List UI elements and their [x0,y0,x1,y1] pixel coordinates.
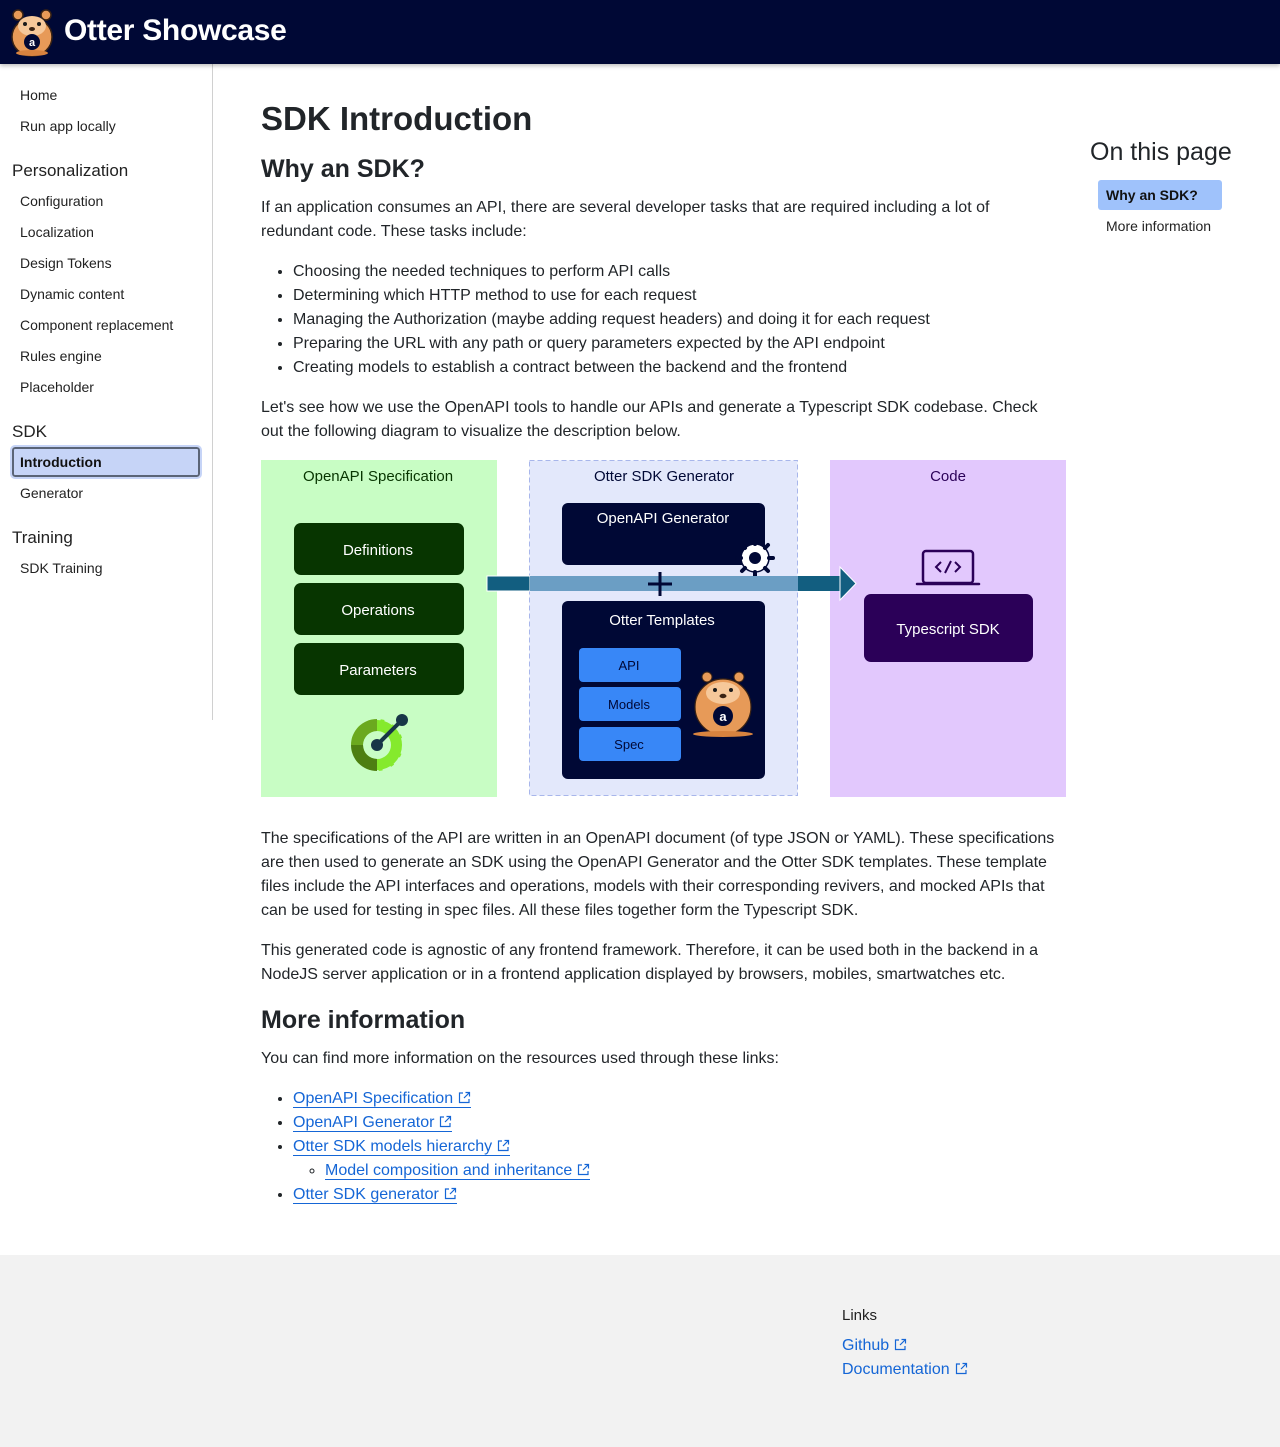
link-label: Documentation [842,1361,950,1378]
otter-sdk-generator-link[interactable]: Otter SDK generator [293,1186,457,1204]
more-intro-paragraph: You can find more information on the res… [261,1050,779,1067]
link-label: Github [842,1337,890,1354]
github-link[interactable]: Github [842,1337,907,1355]
template-api-label: API [619,658,640,673]
otter-logo-icon[interactable]: a [8,7,56,57]
agnostic-paragraph: This generated code is agnostic of any f… [261,942,1039,983]
section-heading-why-sdk: Why an SDK? [261,155,425,183]
documentation-link[interactable]: Documentation [842,1361,968,1379]
gear-icon [735,538,775,578]
external-link-icon [895,1338,907,1351]
external-link-icon [458,1091,471,1104]
sidebar-item-dynamic-content[interactable]: Dynamic content [20,286,125,302]
sidebar-item-design-tokens[interactable]: Design Tokens [20,255,112,271]
list-item: OpenAPI Specification [293,1087,590,1111]
model-composition-link[interactable]: Model composition and inheritance [325,1162,591,1180]
openapi-generator-box [562,503,765,565]
list-item: OpenAPI Generator [293,1111,590,1135]
code-panel-title: Code [930,468,966,485]
list-item: Otter SDK models hierarchy Model composi… [293,1135,591,1183]
parameters-box [294,643,464,695]
sidebar-item-sdk-training[interactable]: SDK Training [20,560,103,576]
sidebar: Home Run app locally Personalization Con… [0,64,213,720]
top-navbar: a Otter Showcase [0,0,1280,64]
list-item: Creating models to establish a contract … [293,356,930,380]
page-title: SDK Introduction [261,100,533,137]
sidebar-item-rules-engine[interactable]: Rules engine [20,348,102,364]
intro-paragraph: If an application consumes an API, there… [261,199,990,240]
external-link-icon [955,1362,967,1375]
list-item: Determining which HTTP method to use for… [293,284,930,308]
template-spec-label: Spec [614,737,644,752]
definitions-label: Definitions [343,542,413,559]
link-label: Model composition and inheritance [325,1162,573,1179]
sidebar-item-run-app-locally[interactable]: Run app locally [20,118,116,134]
sidebar-item-component-replacement[interactable]: Component replacement [20,317,174,333]
sidebar-item-introduction[interactable]: Introduction [10,445,202,479]
plus-icon [648,572,672,596]
sidebar-section-training: Training [12,528,73,547]
sdk-architecture-diagram: OpenAPI Specification Definitions Operat… [261,460,1066,797]
sidebar-item-generator[interactable]: Generator [20,485,84,501]
list-item: Otter SDK generator [293,1183,590,1207]
app-title[interactable]: Otter Showcase [64,14,287,47]
external-link-icon [578,1163,590,1176]
toc-item-more-information[interactable]: More information [1106,218,1212,234]
svg-text:a: a [29,37,36,49]
resources-list: OpenAPI Specification OpenAPI Generator … [293,1087,591,1207]
external-link-icon [498,1139,510,1152]
sidebar-item-home[interactable]: Home [20,87,58,103]
otter-sdk-models-hierarchy-link[interactable]: Otter SDK models hierarchy [293,1138,511,1156]
typescript-sdk-box [864,594,1033,662]
operations-label: Operations [341,602,414,619]
footer: Links Github Documentation [0,1255,1280,1447]
sidebar-section-sdk: SDK [12,422,47,441]
link-label: OpenAPI Generator [293,1114,435,1131]
definitions-box [294,523,464,575]
openapi-specification-link[interactable]: OpenAPI Specification [293,1090,472,1108]
toc-title: On this page [1090,138,1232,166]
tasks-list: Choosing the needed techniques to perfor… [293,260,930,380]
link-label: Otter SDK generator [293,1186,439,1203]
sidebar-item-label: Introduction [20,454,102,470]
link-label: OpenAPI Specification [293,1090,454,1107]
section-heading-more-information: More information [261,1006,466,1034]
sidebar-item-localization[interactable]: Localization [20,224,94,240]
otter-mascot-icon: a [693,671,753,737]
sidebar-item-placeholder[interactable]: Placeholder [20,379,94,395]
external-link-icon [440,1115,452,1128]
template-api-box [579,648,681,682]
nested-list: Model composition and inheritance [325,1159,591,1183]
parameters-label: Parameters [339,662,417,679]
footer-links-title: Links [842,1307,878,1324]
sidebar-section-personalization: Personalization [12,161,129,180]
operations-box [294,583,464,635]
generator-panel-title: Otter SDK Generator [594,468,734,485]
otter-templates-title: Otter Templates [609,612,715,629]
list-item: Preparing the URL with any path or query… [293,332,930,356]
openapi-logo-icon [350,714,408,772]
template-models-box [579,687,681,721]
toc-item-label: Why an SDK? [1106,187,1198,203]
openapi-generator-link[interactable]: OpenAPI Generator [293,1114,453,1132]
link-label: Otter SDK models hierarchy [293,1138,493,1155]
list-item: Managing the Authorization (maybe adding… [293,308,930,332]
list-item: Model composition and inheritance [325,1159,591,1183]
template-models-label: Models [608,697,650,712]
openapi-generator-label: OpenAPI Generator [597,510,730,527]
toc-item-why-an-sdk[interactable]: Why an SDK? [1098,180,1222,210]
list-item: Choosing the needed techniques to perfor… [293,260,930,284]
spec-paragraph: The specifications of the API are writte… [261,830,1055,919]
sidebar-item-configuration[interactable]: Configuration [20,193,104,209]
lead-paragraph: Let's see how we use the OpenAPI tools t… [261,399,1038,440]
typescript-sdk-label: Typescript SDK [896,621,999,638]
external-link-icon [444,1187,456,1200]
laptop-code-icon [915,549,981,586]
template-spec-box [579,727,681,761]
svg-text:a: a [719,709,727,724]
spec-panel-title: OpenAPI Specification [303,468,453,485]
